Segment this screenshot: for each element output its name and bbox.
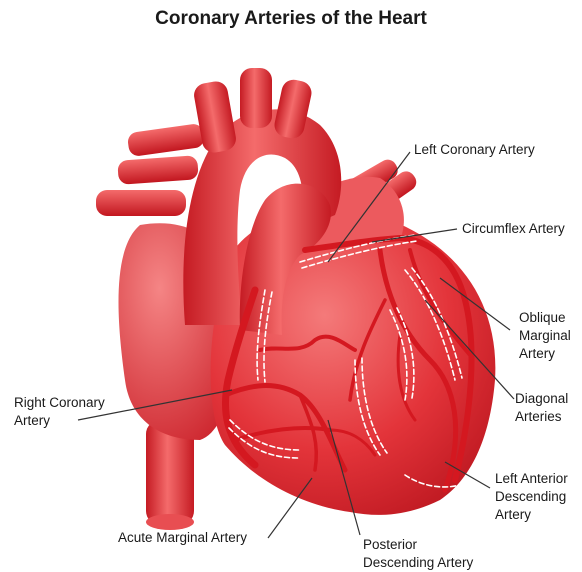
label-circumflex-artery: Circumflex Artery [462,221,565,236]
label-diagonal-arteries: Diagonal Arteries [515,391,572,424]
aorta-branch-2 [240,68,272,128]
label-oblique-marginal-artery: Oblique Marginal Artery [519,310,575,361]
label-right-coronary-artery: Right Coronary Artery [14,395,109,428]
label-left-anterior-descending-artery: Left Anterior Descending Artery [495,471,572,522]
label-posterior-descending-artery: Posterior Descending Artery [363,537,474,570]
label-left-coronary-artery: Left Coronary Artery [414,142,535,157]
label-acute-marginal-artery: Acute Marginal Artery [118,530,247,545]
